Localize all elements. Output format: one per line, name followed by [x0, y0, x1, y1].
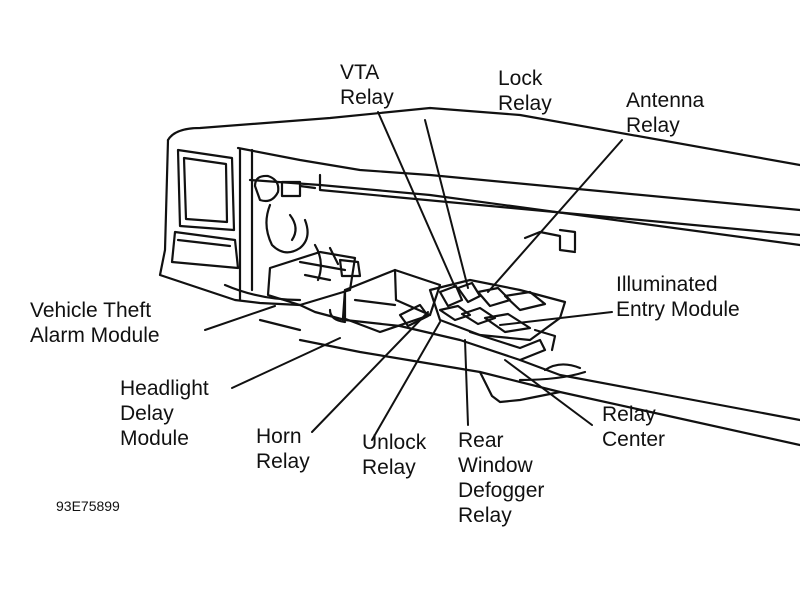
dash-crease: [248, 178, 800, 247]
leader-vehicle-theft: [204, 305, 276, 331]
leader-relay-center: [504, 359, 593, 426]
alarm-module-box: [266, 250, 357, 307]
left-window: [176, 148, 236, 232]
label-relay-center: Relay Center: [602, 403, 666, 451]
label-vehicle-theft-alarm-module: Vehicle Theft Alarm Module: [30, 299, 160, 347]
leader-lock-relay: [424, 119, 469, 289]
label-vta-relay: VTA Relay: [340, 61, 394, 109]
leader-headlight-delay: [231, 337, 341, 389]
leader-unlock-relay: [371, 321, 441, 441]
label-horn-relay: Horn Relay: [256, 425, 310, 473]
leader-illuminated-entry: [499, 311, 613, 326]
label-antenna-relay: Antenna Relay: [626, 89, 705, 137]
leader-rear-defogger: [464, 339, 469, 426]
label-rear-window-defogger-relay: Rear Window Defogger Relay: [458, 429, 545, 527]
label-unlock-relay: Unlock Relay: [362, 431, 427, 479]
dash-top-edge: [166, 106, 800, 167]
switch-knob: [253, 174, 280, 203]
label-headlight-delay-module: Headlight Delay Module: [120, 377, 209, 450]
label-lock-relay: Lock Relay: [498, 67, 552, 115]
figure-code: 93E75899: [56, 498, 120, 514]
leader-horn-relay: [311, 311, 429, 433]
leader-vta-relay: [377, 111, 456, 288]
label-illuminated-entry-module: Illuminated Entry Module: [616, 273, 740, 321]
leader-antenna-relay: [487, 139, 623, 293]
dash-inner-top: [236, 146, 800, 212]
